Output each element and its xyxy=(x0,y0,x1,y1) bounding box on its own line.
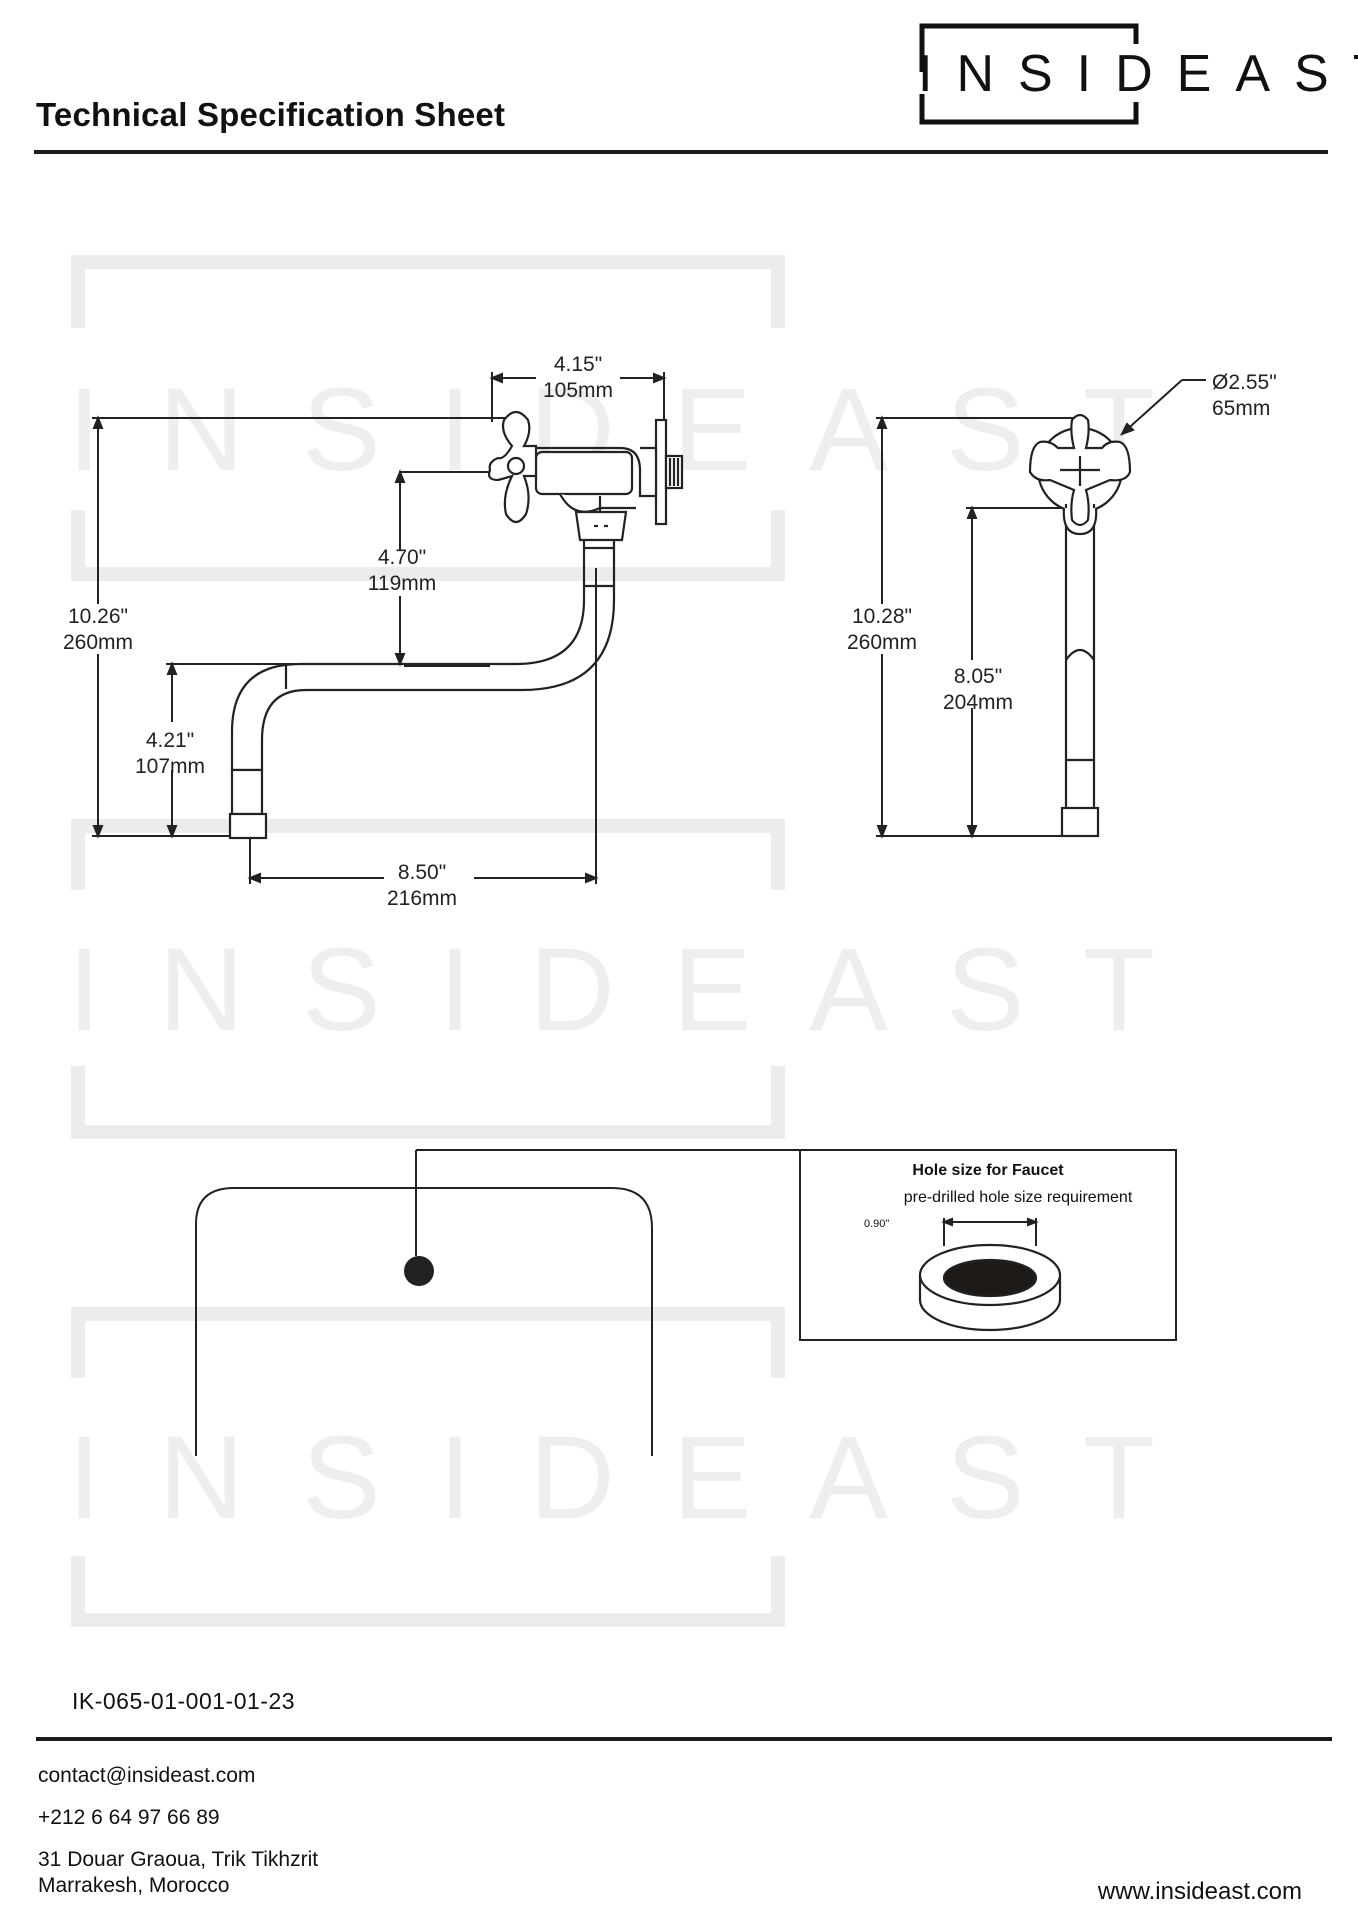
dim-total-height-in: 10.26" xyxy=(67,605,128,628)
dim-side-total-height-in: 10.28" xyxy=(851,605,912,628)
dim-side-inner-height: 8.05" 204mm xyxy=(928,664,1028,716)
watermark-text-2: INSIDEAST xyxy=(68,924,1213,1056)
watermark-frame-top-2 xyxy=(71,819,785,890)
address-line-1: 31 Douar Graoua, Trik Tikhzrit xyxy=(38,1848,319,1871)
watermark-frame-bottom-1 xyxy=(71,510,785,581)
watermark-frame-top-1 xyxy=(71,255,785,328)
watermark-text-3: INSIDEAST xyxy=(68,1412,1213,1544)
contact-phone[interactable]: +212 6 64 97 66 89 xyxy=(38,1806,220,1829)
dim-top-width: 4.15" 105mm xyxy=(528,352,628,404)
brand-logo: INSIDEAST xyxy=(918,45,1358,103)
watermark-frame-top-3 xyxy=(71,1307,785,1378)
address-line-2: Marrakesh, Morocco xyxy=(38,1874,230,1897)
dim-diameter-in: Ø2.55" xyxy=(1212,371,1277,394)
product-code: IK-065-01-001-01-23 xyxy=(72,1688,296,1714)
page-title: Technical Specification Sheet xyxy=(36,96,506,133)
dim-total-height-mm: 260mm xyxy=(62,631,134,654)
dim-top-width-mm: 105mm xyxy=(542,379,614,402)
footer-divider xyxy=(36,1737,1332,1741)
watermark-frame-bottom-2 xyxy=(71,1066,785,1139)
dim-drop: 4.70" 119mm xyxy=(352,545,452,597)
logo-frame xyxy=(919,23,1139,125)
dim-diameter: Ø2.55" 65mm xyxy=(1212,370,1312,422)
dim-top-width-in: 4.15" xyxy=(553,353,603,376)
contact-email[interactable]: contact@insideast.com xyxy=(38,1764,256,1787)
dim-diameter-mm: 65mm xyxy=(1212,397,1271,420)
dim-reach: 8.50" 216mm xyxy=(372,860,472,912)
watermark-frame-bottom-3 xyxy=(71,1556,785,1627)
website-link[interactable]: www.insideast.com xyxy=(1097,1878,1302,1905)
hole-box-subtitle: pre-drilled hole size requirement xyxy=(903,1189,1133,1206)
hole-box-title: Hole size for Faucet xyxy=(912,1162,1064,1179)
dim-drop-mm: 119mm xyxy=(367,572,437,595)
dim-total-height: 10.26" 260mm xyxy=(48,604,148,656)
dim-side-total-height-mm: 260mm xyxy=(846,631,918,654)
dim-side-total-height: 10.28" 260mm xyxy=(832,604,932,656)
header-divider xyxy=(34,150,1328,154)
dim-spout-height-in: 4.21" xyxy=(145,729,195,752)
dim-side-inner-height-mm: 204mm xyxy=(942,691,1014,714)
dim-reach-mm: 216mm xyxy=(386,887,458,910)
hole-dimension: 0.90" xyxy=(864,1218,890,1230)
dim-spout-height: 4.21" 107mm xyxy=(120,728,220,780)
dim-drop-in: 4.70" xyxy=(377,546,427,569)
dim-spout-height-mm: 107mm xyxy=(134,755,206,778)
dim-side-inner-height-in: 8.05" xyxy=(953,665,1003,688)
dim-reach-in: 8.50" xyxy=(397,861,447,884)
